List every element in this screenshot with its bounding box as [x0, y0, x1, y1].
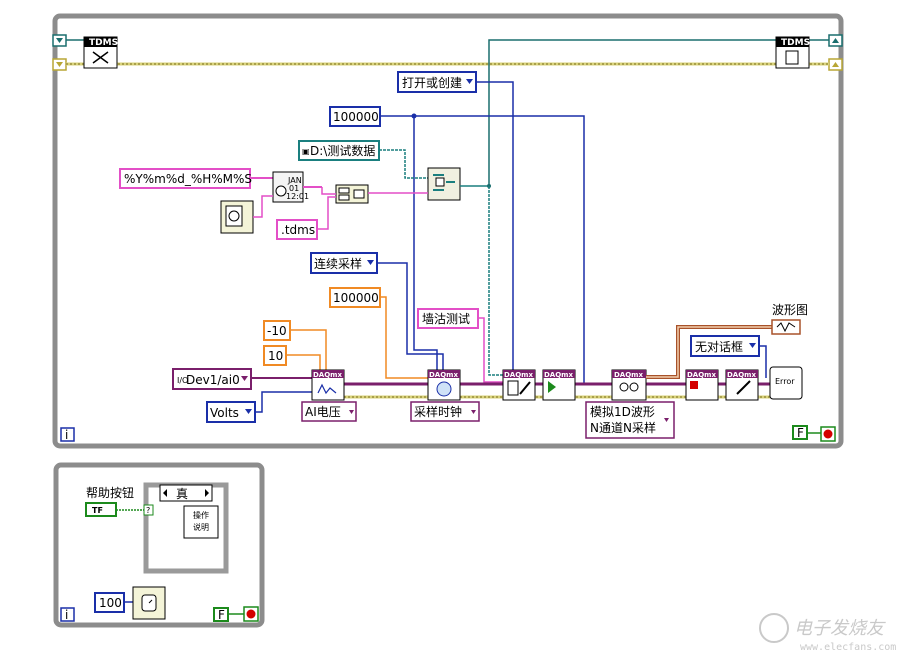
daqmx-timing-node[interactable]: DAQmx	[427, 369, 461, 401]
physical-channel-constant[interactable]: I/O Dev1/ai0	[172, 368, 252, 390]
units-enum[interactable]: Volts	[206, 401, 256, 423]
svg-text:01: 01	[289, 184, 299, 193]
error-handler-icon[interactable]: Error	[769, 366, 803, 400]
svg-text:DAQmx: DAQmx	[687, 371, 716, 379]
min-value-constant[interactable]: -10	[263, 320, 291, 341]
svg-text:JAN: JAN	[287, 176, 302, 185]
format-string-value: %Y%m%d_%H%M%S	[124, 172, 252, 186]
daqmx-start-task-node[interactable]: DAQmx	[542, 369, 576, 401]
watermark: 电子发烧友 www.elecfans.com	[759, 613, 896, 653]
bottom-loop-condition-icon[interactable]	[243, 606, 259, 622]
format-string-constant[interactable]: %Y%m%d_%H%M%S	[119, 168, 252, 189]
svg-text:DAQmx: DAQmx	[429, 371, 458, 379]
svg-text:▣: ▣	[302, 147, 310, 156]
svg-text:DAQmx: DAQmx	[727, 371, 756, 379]
daqmx-clear-task-node[interactable]: DAQmx	[725, 369, 759, 401]
daqmx-create-channel-node[interactable]: DAQmx	[311, 369, 345, 401]
get-datetime-icon[interactable]	[220, 200, 254, 234]
svg-text:DAQmx: DAQmx	[614, 371, 643, 379]
stop-constant[interactable]: F	[792, 425, 808, 440]
graph-label: 波形图	[772, 303, 808, 317]
case-structure[interactable]: 真 ?	[143, 482, 229, 574]
svg-text:TF: TF	[92, 506, 103, 515]
bottom-loop-iteration-icon: i	[60, 607, 75, 622]
svg-text:i: i	[65, 428, 68, 442]
svg-text:操作: 操作	[193, 510, 209, 520]
format-datetime-icon[interactable]: JAN 01 12:01	[272, 171, 309, 203]
path-value: D:\测试数据	[310, 143, 375, 158]
dialog-mode-enum[interactable]: 无对话框	[690, 335, 760, 357]
create-channel-poly-selector[interactable]: AI电压	[301, 401, 357, 422]
group-name-constant[interactable]: 墙沽测试	[417, 308, 479, 329]
min-value: -10	[267, 324, 287, 338]
extension-value: .tdms	[281, 223, 315, 237]
dialog-mode-value: 无对话框	[695, 340, 743, 354]
build-path-icon[interactable]	[427, 167, 461, 201]
buffer-size-value: 100000	[333, 110, 379, 124]
max-value-constant[interactable]: 10	[263, 345, 287, 366]
units-value: Volts	[210, 406, 239, 420]
sample-mode-enum[interactable]: 连续采样	[310, 252, 378, 274]
loop-iteration-icon: i	[60, 427, 75, 442]
create-channel-poly-value: AI电压	[305, 405, 341, 419]
wait-timer-icon[interactable]	[132, 586, 166, 620]
tdms-right-label: TDMS	[781, 38, 810, 48]
tdms-left-label: TDMS	[89, 38, 118, 48]
waveform-graph-terminal[interactable]: 波形图	[771, 303, 808, 335]
operation-instructions-icon[interactable]: 操作 说明	[183, 505, 219, 539]
svg-text:?: ?	[146, 506, 150, 515]
help-button-label: 帮助按钮	[86, 485, 134, 500]
daqmx-read-node[interactable]: DAQmx	[611, 369, 647, 401]
svg-text:说明: 说明	[193, 522, 209, 532]
bottom-while-loop: 帮助按钮 TF 真 ? 操作 说明 100	[53, 462, 265, 628]
svg-text:DAQmx: DAQmx	[544, 371, 573, 379]
buffer-size-constant[interactable]: 100000	[329, 106, 381, 127]
read-poly-line1: 模拟1D波形	[590, 405, 655, 419]
max-value: 10	[268, 349, 283, 363]
svg-text:DAQmx: DAQmx	[504, 371, 533, 379]
svg-text:i: i	[65, 608, 68, 622]
watermark-cn: 电子发烧友	[794, 618, 886, 639]
top-while-loop: TDMS TDMS 打开或创建 100000 ▣ D:\测试数	[52, 13, 844, 449]
svg-text:12:01: 12:01	[286, 192, 309, 201]
file-mode-enum[interactable]: 打开或创建	[397, 71, 477, 93]
bottom-stop-constant[interactable]: F	[213, 607, 229, 622]
svg-text:Error: Error	[775, 377, 795, 386]
path-constant[interactable]: ▣ D:\测试数据	[298, 140, 380, 161]
group-name-value: 墙沽测试	[422, 311, 470, 326]
svg-text:F: F	[797, 426, 804, 440]
sample-mode-value: 连续采样	[314, 256, 362, 271]
wait-ms-value: 100	[99, 596, 122, 610]
read-poly-selector[interactable]: 模拟1D波形 N通道N采样	[585, 401, 675, 439]
timing-poly-value: 采样时钟	[414, 404, 462, 419]
file-mode-value: 打开或创建	[402, 76, 462, 90]
svg-text:F: F	[218, 608, 225, 622]
tdms-close-icon[interactable]: TDMS	[83, 36, 118, 69]
read-poly-line2: N通道N采样	[590, 420, 656, 435]
daqmx-stop-task-node[interactable]: DAQmx	[685, 369, 719, 401]
svg-text:I/O: I/O	[177, 376, 188, 385]
tdms-open-icon[interactable]: TDMS	[775, 36, 810, 69]
svg-text:DAQmx: DAQmx	[313, 371, 342, 379]
help-button-terminal[interactable]: TF	[85, 502, 117, 517]
case-selector-value: 真	[176, 487, 188, 501]
timing-poly-selector[interactable]: 采样时钟	[410, 401, 480, 422]
channel-value: Dev1/ai0	[186, 373, 240, 387]
daqmx-configure-logging-node[interactable]: DAQmx	[502, 369, 536, 401]
concatenate-strings-icon[interactable]	[335, 184, 369, 204]
rate-constant[interactable]: 100000	[329, 287, 381, 308]
rate-value: 100000	[333, 291, 379, 305]
loop-condition-icon[interactable]	[820, 426, 836, 442]
watermark-url: www.elecfans.com	[800, 642, 896, 653]
extension-constant[interactable]: .tdms	[276, 219, 318, 240]
wait-ms-constant[interactable]: 100	[94, 592, 125, 613]
